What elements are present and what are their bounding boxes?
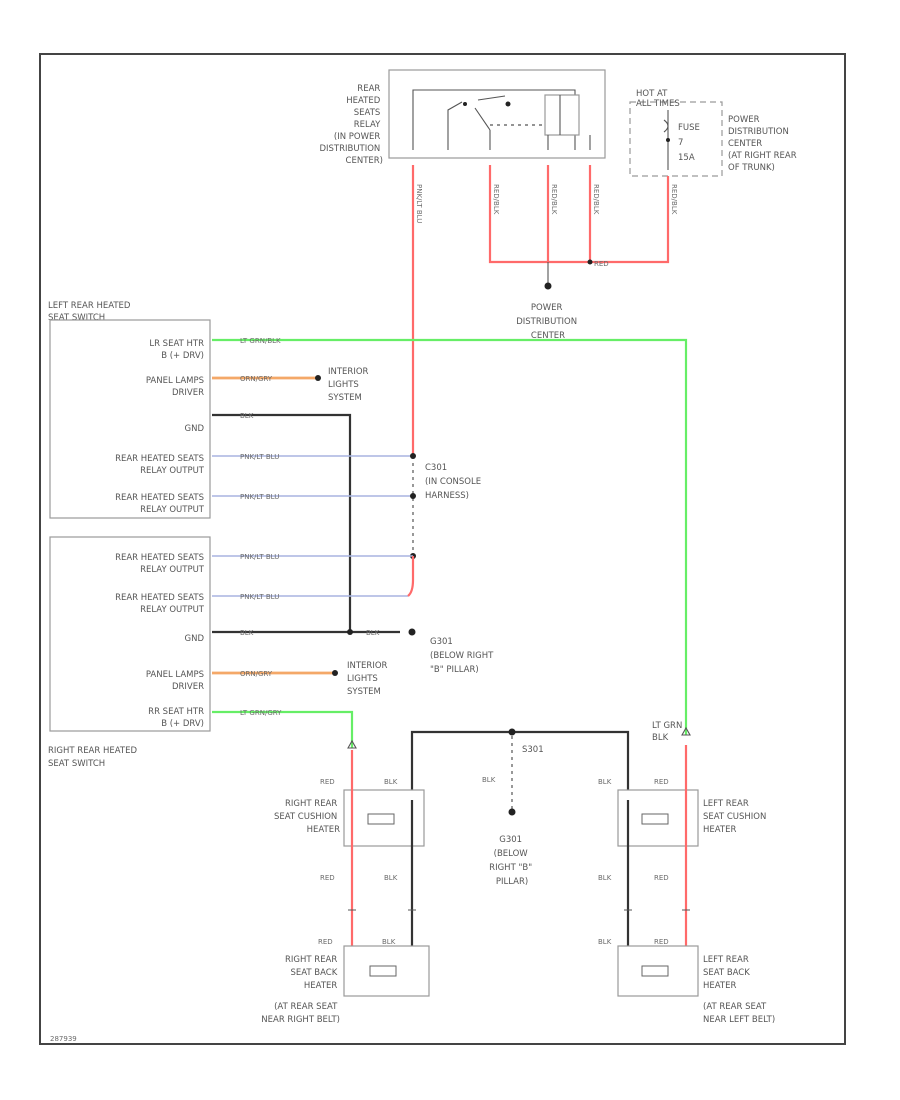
wire-label: BLK bbox=[384, 778, 398, 786]
s301-label: S301 bbox=[522, 745, 544, 755]
right-switch-title: RIGHT REAR HEATED SEAT SWITCH bbox=[48, 746, 140, 769]
wire-label: RED bbox=[320, 874, 335, 882]
heater-ground-bus bbox=[410, 730, 630, 800]
wire-label: RED bbox=[654, 778, 669, 786]
wire-label: RED/BLK bbox=[670, 184, 678, 215]
wire-label: PNK/LT BLU bbox=[415, 184, 423, 223]
g301-center-ref: G301 (BELOW RIGHT "B" PILLAR) bbox=[489, 835, 535, 887]
switch-pin-label: GND bbox=[185, 424, 205, 434]
left-ground-wire bbox=[212, 413, 352, 632]
wire-label: BLK bbox=[240, 412, 254, 420]
switch-pin-label: GND bbox=[185, 634, 205, 644]
g301-ref: G301 (BELOW RIGHT "B" PILLAR) bbox=[430, 637, 496, 675]
c301-ref: C301 (IN CONSOLE HARNESS) bbox=[425, 463, 484, 501]
relay-feed-wire bbox=[488, 165, 670, 264]
relay-label: REAR HEATED SEATS RELAY (IN POWER DISTRI… bbox=[319, 84, 383, 166]
rr-seat-heater-wire bbox=[212, 710, 354, 748]
wire-label: BLK bbox=[598, 778, 612, 786]
wire-label: ORN/GRY bbox=[240, 375, 273, 383]
wire-label: PNK/LT BLU bbox=[240, 493, 279, 501]
interior-lights-ref: INTERIOR LIGHTS SYSTEM bbox=[328, 367, 371, 403]
pdc-label: POWER DISTRIBUTION CENTER bbox=[516, 303, 580, 341]
rr-back-label: RIGHT REAR SEAT BACK HEATER (AT REAR SEA… bbox=[261, 955, 340, 1025]
wire-label: LT GRN/BLK bbox=[240, 337, 281, 345]
wire-label: PNK/LT BLU bbox=[240, 553, 279, 561]
wire-label: RED/BLK bbox=[550, 184, 558, 215]
heater-element bbox=[369, 965, 397, 977]
hot-at-all-times-label: HOT AT ALL TIMES bbox=[636, 89, 680, 109]
heater-element bbox=[641, 965, 669, 977]
interior-lights-ref: INTERIOR LIGHTS SYSTEM bbox=[347, 661, 390, 697]
wire-label: RED bbox=[654, 938, 669, 946]
power-distribution-center-box bbox=[629, 101, 723, 177]
rear-heated-seats-relay bbox=[388, 69, 606, 159]
fuse-7-label: FUSE 7 15A bbox=[678, 123, 703, 163]
wire-label: RED bbox=[654, 874, 669, 882]
wire-label: BLK bbox=[366, 629, 380, 637]
left-switch-title: LEFT REAR HEATED SEAT SWITCH bbox=[48, 301, 133, 323]
heater-element bbox=[367, 813, 395, 825]
wire-label: BLK bbox=[240, 629, 254, 637]
lr-back-label: LEFT REAR SEAT BACK HEATER (AT REAR SEAT… bbox=[703, 955, 775, 1025]
lr-cushion-label: LEFT REAR SEAT CUSHION HEATER bbox=[703, 799, 769, 835]
pdc-location-label: POWER DISTRIBUTION CENTER (AT RIGHT REAR… bbox=[728, 115, 799, 173]
heater-element bbox=[641, 813, 669, 825]
wire-label: RED/BLK bbox=[592, 184, 600, 215]
wire-label: BLK bbox=[598, 874, 612, 882]
relay-output-jumper bbox=[407, 556, 415, 597]
diagram-frame bbox=[39, 53, 846, 1045]
wire-label: BLK bbox=[382, 938, 396, 946]
wire-label: BLK bbox=[384, 874, 398, 882]
left-heater-feed-label: LT GRN BLK bbox=[652, 721, 685, 743]
wire-label: LT GRN/GRY bbox=[240, 709, 282, 717]
wire-label: ORN/GRY bbox=[240, 670, 273, 678]
diagram-code: 287939 bbox=[50, 1035, 77, 1043]
wire-label: RED/BLK bbox=[492, 184, 500, 215]
wire-label: RED bbox=[320, 778, 335, 786]
left-rear-heated-seat-switch bbox=[49, 319, 211, 519]
right-rear-heated-seat-switch bbox=[49, 536, 211, 732]
rr-cushion-label: RIGHT REAR SEAT CUSHION HEATER bbox=[274, 799, 340, 835]
wire-label: BLK bbox=[598, 938, 612, 946]
wire-label: RED bbox=[594, 260, 609, 268]
wire-label: RED bbox=[318, 938, 333, 946]
lr-seat-heater-wire bbox=[212, 338, 688, 735]
wire-label: PNK/LT BLU bbox=[240, 453, 279, 461]
wire-label: PNK/LT BLU bbox=[240, 593, 279, 601]
wire-label: BLK bbox=[482, 776, 496, 784]
